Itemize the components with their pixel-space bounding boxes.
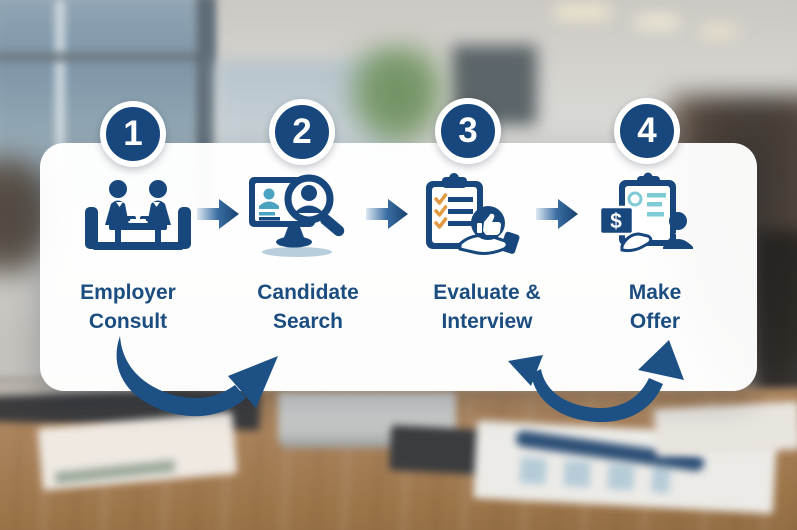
step-3-number-badge: 3 xyxy=(435,98,501,164)
step-1-label-line2: Consult xyxy=(88,309,168,333)
step-3-number: 3 xyxy=(458,110,478,150)
svg-text:$: $ xyxy=(610,210,622,233)
step-4-label: Make Offer xyxy=(570,279,740,337)
step-1-number-badge: 1 xyxy=(100,101,166,167)
step-3-label-line2: Interview xyxy=(441,309,533,333)
step-1-label-line1: Employer xyxy=(80,281,176,304)
step-3-label: Evaluate & Interview xyxy=(402,279,572,337)
ceiling-light xyxy=(555,5,610,19)
step-1-label: Employer Consult xyxy=(43,279,213,337)
person-blur-shoulder xyxy=(755,230,797,400)
window-mullion xyxy=(55,0,65,200)
candidate-search-icon xyxy=(245,170,357,260)
step-4-number-badge: 4 xyxy=(614,98,680,164)
swoosh-arrow-right xyxy=(508,340,684,423)
step-2-number-badge: 2 xyxy=(269,99,335,165)
ceiling-light xyxy=(700,26,738,37)
make-offer-icon: $ xyxy=(597,170,697,260)
step-2-number: 2 xyxy=(292,111,312,151)
employer-consult-icon xyxy=(83,170,193,260)
swoosh-arrow-left xyxy=(116,336,278,417)
flow-arrow-3 xyxy=(536,199,578,229)
step-2-label-line2: Search xyxy=(272,309,344,333)
step-4-number: 4 xyxy=(637,110,657,150)
flow-arrow-1 xyxy=(197,199,239,229)
plant xyxy=(345,45,450,150)
step-4-label-line1: Make xyxy=(628,281,682,304)
window-mullion xyxy=(0,52,211,62)
step-3-label-line1: Evaluate & xyxy=(433,281,541,304)
ceiling-light xyxy=(635,16,680,28)
evaluate-interview-icon xyxy=(422,170,522,260)
step-1-number: 1 xyxy=(123,113,143,153)
flow-arrow-2 xyxy=(366,199,408,229)
step-2-label-line1: Candidate xyxy=(257,281,359,304)
step-2-label: Candidate Search xyxy=(223,279,393,337)
step-4-label-line2: Offer xyxy=(629,309,681,333)
